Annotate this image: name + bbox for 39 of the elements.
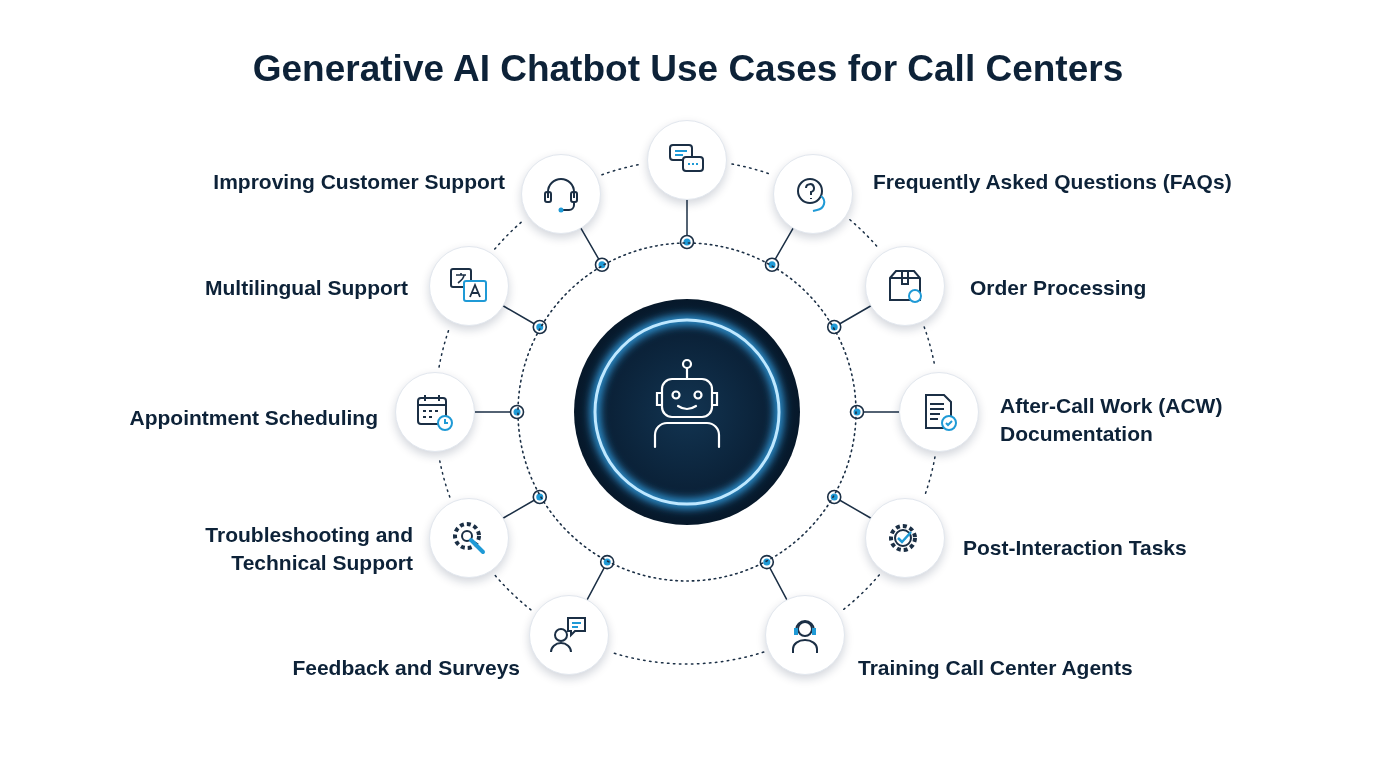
spoke-connector [849,404,900,420]
spoke-connector [826,489,872,519]
dotted-ring [517,242,857,582]
dotted-connector [494,219,525,250]
spoke-connector [586,554,615,600]
icon-circle [528,594,609,675]
spoke-connector [826,305,872,335]
icon-circle [899,372,979,452]
picture [572,297,802,527]
use-case-label: Appointment Scheduling [128,405,378,431]
icon-circle [865,246,946,326]
spoke-connector [764,227,794,273]
use-case-label: Multilingual Support [204,275,408,301]
icon-circle [865,498,946,578]
spoke-connector [759,554,788,600]
spoke-connector [502,489,548,519]
icon-circle [428,498,509,578]
spoke-connector [474,404,525,420]
icon-circle [765,594,846,675]
title: Generative AI Chatbot Use Cases for Call Centers [251,48,1125,90]
use-case-label: Post-Interaction Tasks [963,535,1188,561]
use-case-label: Frequently Asked Questions (FAQs) [873,169,1233,195]
use-case-label: Troubleshooting and Technical Support [204,522,413,576]
use-case-label: After-Call Work (ACW) Documentation [1000,393,1224,447]
icon-circle [395,372,475,452]
icon-circle [428,246,509,326]
spoke-connector [502,305,548,335]
icon-circle [521,153,601,234]
spoke-connector [580,227,610,273]
dotted-connector [494,574,532,611]
use-case-label: Feedback and Surveys [291,655,520,681]
spoke-connector [679,199,695,250]
use-case-label: Training Call Center Agents [858,655,1134,681]
icon-circle [647,120,727,200]
icon-circle [773,153,853,234]
use-case-label: Improving Customer Support [212,169,505,195]
dotted-connector [842,574,880,611]
dotted-connector [849,219,880,250]
use-case-label: Order Processing [970,275,1148,301]
